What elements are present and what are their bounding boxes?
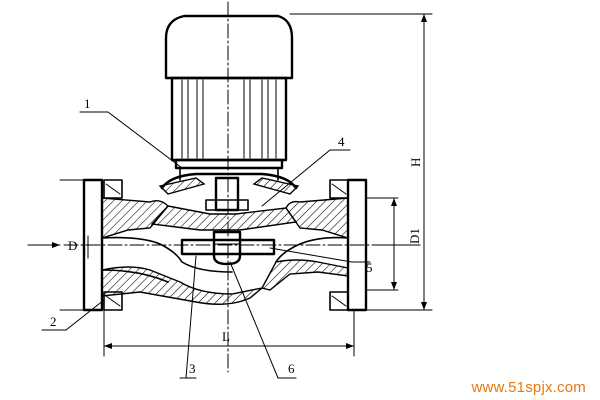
part-label-1: 1 <box>84 96 91 111</box>
shaft <box>214 176 240 212</box>
dim-label-d1: D1 <box>407 228 422 244</box>
part-label-2: 2 <box>50 314 57 329</box>
motor-body <box>170 76 288 162</box>
casing-wall-lower-right <box>260 259 349 291</box>
bracket <box>158 172 300 212</box>
part-label-3: 3 <box>189 361 196 376</box>
dim-label-l: L <box>222 329 230 344</box>
seal-housing <box>205 199 249 211</box>
motor <box>164 14 294 181</box>
part-label-6: 6 <box>288 361 295 376</box>
bracket-left-wall <box>158 177 206 195</box>
dim-label-h: H <box>408 158 423 167</box>
bracket-right-wall <box>252 177 300 195</box>
part-label-4: 4 <box>338 134 345 149</box>
dimensions <box>27 13 433 357</box>
center-lines <box>63 1 381 373</box>
site-watermark: www.51spjx.com <box>471 379 586 396</box>
motor-cap <box>164 14 294 80</box>
leader-lines <box>41 111 371 379</box>
dim-label-d: D <box>68 238 77 253</box>
part-label-5: 5 <box>366 260 373 275</box>
impeller-nut <box>212 230 242 266</box>
casing-wall-upper-right <box>285 197 349 239</box>
motor-fins <box>181 79 277 159</box>
casing-cover <box>150 205 298 231</box>
bracket-top <box>160 172 298 190</box>
inlet-flange <box>82 178 104 312</box>
casing-wall-upper-left <box>101 197 169 239</box>
motor-base-ring <box>174 158 284 170</box>
casing-wall-lower-left <box>101 266 263 305</box>
outlet-flange <box>346 178 368 312</box>
